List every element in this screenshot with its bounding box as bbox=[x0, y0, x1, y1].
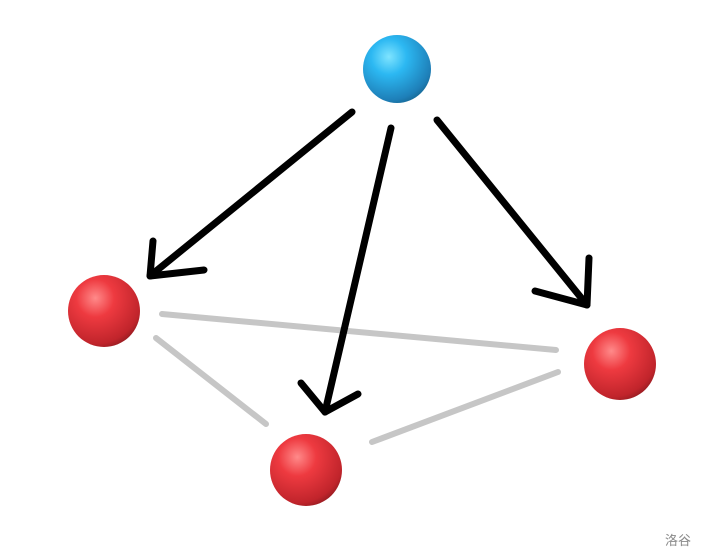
node-left-red bbox=[68, 275, 140, 347]
arrow-head-right bbox=[531, 254, 593, 309]
node-group bbox=[68, 35, 656, 506]
arrow-group bbox=[146, 108, 593, 416]
link-left-right bbox=[159, 311, 559, 353]
arrow-head-bottom bbox=[297, 379, 362, 416]
link-bottom-right bbox=[369, 369, 561, 445]
arrow-head-left bbox=[146, 237, 208, 280]
arrow-source-to-bottom bbox=[297, 124, 395, 416]
node-bottom-red bbox=[270, 434, 342, 506]
link-group bbox=[153, 311, 561, 445]
node-right-red bbox=[584, 328, 656, 400]
link-left-bottom bbox=[153, 335, 269, 427]
node-source-blue bbox=[363, 35, 431, 103]
watermark-label: 洛谷 bbox=[664, 534, 691, 549]
arrow-source-to-right bbox=[433, 116, 593, 309]
arrow-source-to-left bbox=[146, 108, 356, 280]
